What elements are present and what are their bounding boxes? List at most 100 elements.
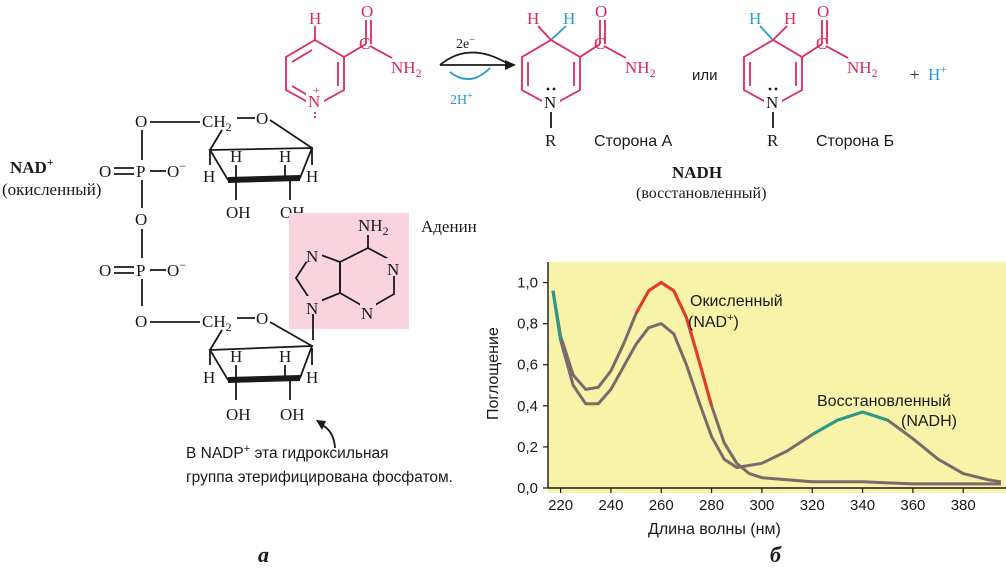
atom-o: O [817, 2, 829, 21]
y-axis-label: Поглощение [485, 327, 502, 420]
y-tick-label: 1,0 [517, 275, 538, 292]
atom-p: P [136, 261, 145, 280]
nad-structure: H O C NH2 N + O CH2 O H H H [2, 2, 477, 567]
y-tick-label: 0,6 [517, 357, 538, 374]
atom-h: H [279, 347, 291, 366]
nadh-side-a: H H O C NH2 N R Сторона А [521, 2, 673, 150]
panel-b-label: б [770, 542, 782, 567]
or-word: или [692, 67, 718, 84]
atom-h: H [306, 167, 318, 186]
curves [551, 281, 1002, 486]
atom-r: R [545, 131, 557, 150]
atom-o-minus: O− [167, 159, 186, 181]
charge-plus: + [313, 83, 320, 97]
absorption-chart: 220 240 260 280 300 320 340 360 380 0,0 0,2 0,4 0,6 0… [485, 262, 1006, 538]
atom-h: H [203, 368, 215, 387]
atom-p: P [136, 162, 145, 181]
atom-o: O [135, 312, 147, 331]
y-tick-label: 0,4 [517, 398, 538, 415]
x-tick-label: 280 [699, 497, 724, 514]
ribose-upper: O CH2 O H H H H OH OH [135, 109, 318, 222]
atom-h-transferred: H [563, 9, 575, 28]
atom-n: N [544, 93, 556, 112]
atom-ch2: CH2 [202, 312, 232, 334]
atom-ch2: CH2 [202, 112, 232, 134]
reduced-label-1: Восстановленный [817, 393, 951, 410]
proton-product: H+ [928, 62, 947, 84]
x-tick-label: 360 [900, 497, 925, 514]
atom-h: H [527, 9, 539, 28]
atom-h: H [306, 368, 318, 387]
atom-r: R [767, 131, 779, 150]
atom-c: C [359, 34, 370, 53]
atom-oh: OH [226, 405, 251, 424]
nicotinamide-ring: H O C NH2 N + [285, 2, 422, 120]
atom-n: N [361, 304, 373, 323]
atom-c: C [594, 34, 605, 53]
x-tick-label: 260 [649, 497, 674, 514]
atom-h: H [784, 9, 796, 28]
nadp-note-line1: В NADP+ эта гидроксильная [186, 443, 389, 462]
nad-title: NAD+ [10, 155, 54, 177]
atom-n: N [306, 247, 318, 266]
nadh-side-b: H H O C NH2 N R Сторона Б [743, 2, 894, 150]
x-tick-label: 380 [951, 497, 976, 514]
axes: 220 240 260 280 300 320 340 360 380 0,0 0,2 0,4 0,6 0… [517, 262, 1006, 514]
y-tick-label: 0,8 [517, 316, 538, 333]
oxidized-label-1: Окисленный [690, 293, 783, 310]
atom-nh2: NH2 [358, 216, 389, 238]
atom-h: H [230, 347, 242, 366]
atom-c: C [816, 34, 827, 53]
nadh-title: NADH [672, 163, 722, 182]
atom-o: O [595, 2, 607, 21]
x-tick-label: 340 [850, 497, 875, 514]
atom-o-minus: O− [167, 258, 186, 280]
panel-a-label: а [258, 542, 269, 567]
atom-n: N [387, 260, 399, 279]
ribose-lower: CH2 O H H H H OH OH [150, 309, 318, 424]
y-tick-label: 0,0 [517, 480, 538, 497]
atom-nh2: NH2 [625, 58, 656, 80]
atom-h-transferred: H [749, 9, 761, 28]
atom-h: H [203, 167, 215, 186]
atom-n: N [306, 299, 318, 318]
atom-o: O [99, 261, 111, 280]
reduced-curve [551, 290, 1002, 484]
atom-o: O [135, 112, 147, 131]
pyrophosphate: O P O− O O P O− O [99, 130, 186, 331]
side-b-label: Сторона Б [816, 133, 894, 150]
atom-oh: OH [280, 405, 305, 424]
nadp-note-line2: группа этерифицирована фосфатом. [186, 469, 453, 486]
atom-oh: OH [226, 203, 251, 222]
x-tick-label: 240 [598, 497, 623, 514]
atom-nh2: NH2 [847, 58, 878, 80]
oxidized-label-2: (NAD+) [688, 312, 739, 331]
atom-o: O [361, 2, 373, 21]
atom-o: O [99, 162, 111, 181]
reduced-peak-highlight [811, 410, 889, 436]
y-tick-label: 0,2 [517, 439, 538, 456]
adenine: NH2 N N N N [289, 213, 409, 340]
x-tick-label: 300 [749, 497, 774, 514]
plus-sign: + [910, 65, 920, 84]
atom-nh2: NH2 [391, 58, 422, 80]
x-tick-label: 220 [548, 497, 573, 514]
x-tick-label: 320 [800, 497, 825, 514]
arrow-electrons: 2e− [456, 35, 475, 52]
nadh-subtitle: (восстановленный) [636, 185, 766, 202]
atom-h: H [309, 9, 321, 28]
x-axis-label: Длина волны (нм) [648, 521, 781, 538]
arrow-protons: 2H+ [450, 91, 473, 108]
atom-o-ring: O [256, 309, 268, 328]
atom-h: H [230, 147, 242, 166]
nad-subtitle: (окисленный) [2, 180, 101, 199]
atom-o: O [135, 210, 147, 229]
atom-n-plus: N [308, 92, 320, 111]
left-edge-highlight [551, 290, 563, 341]
side-a-label: Сторона А [594, 133, 673, 150]
adenine-label: Аденин [421, 217, 477, 236]
atom-o-ring: O [256, 109, 268, 128]
reduced-label-2: (NADH) [901, 413, 957, 430]
atom-n: N [766, 93, 778, 112]
